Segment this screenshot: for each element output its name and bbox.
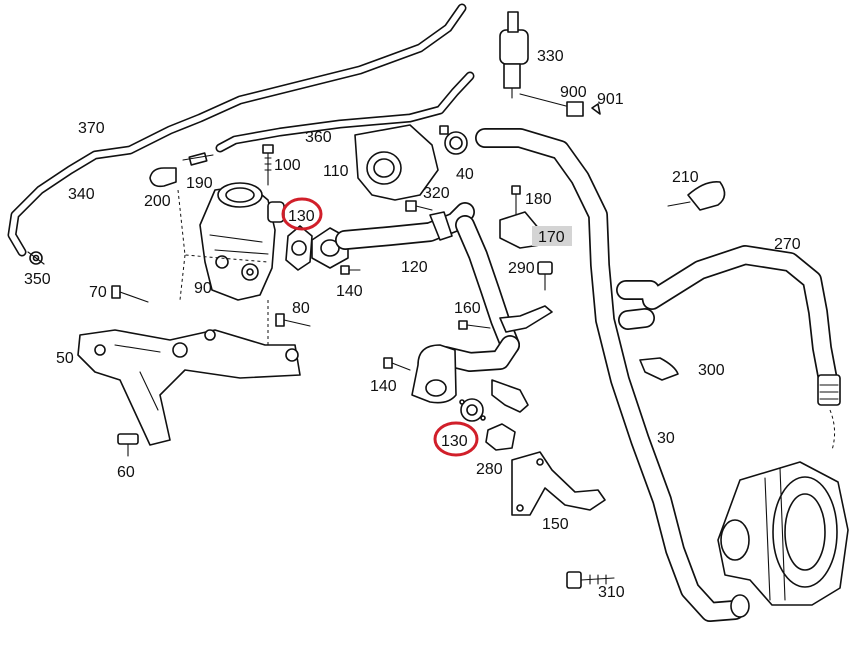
bolt-310 (566, 571, 615, 589)
label-140-bottom: 140 (370, 378, 397, 395)
dashed-box-valve (177, 189, 269, 355)
label-200: 200 (144, 193, 171, 210)
bracket-150 (511, 451, 606, 516)
label-360: 360 (305, 129, 332, 146)
label-50: 50 (56, 350, 74, 367)
label-320: 320 (423, 185, 450, 202)
plate-280 (485, 423, 516, 451)
bolt-60 (117, 433, 139, 457)
bolt-70 (111, 285, 149, 303)
label-190: 190 (186, 175, 213, 192)
label-100: 100 (274, 157, 301, 174)
bolt-180 (511, 185, 521, 216)
label-170: 170 (538, 229, 565, 246)
label-150: 150 (542, 516, 569, 533)
bolt-160 (458, 320, 491, 330)
label-901: 901 (597, 91, 624, 108)
label-900: 900 (560, 84, 587, 101)
bolt-320 (405, 200, 433, 212)
label-330: 330 (537, 48, 564, 65)
air-pump (717, 461, 849, 606)
label-70: 70 (89, 284, 107, 301)
pipe-360 (215, 71, 475, 153)
label-340: 340 (68, 186, 95, 203)
clamp-350 (27, 251, 45, 265)
highlight-130-top (281, 197, 323, 231)
bolt-140-top (340, 265, 361, 275)
bracket-160 (499, 305, 553, 333)
label-40: 40 (456, 166, 474, 183)
clip-190 (182, 152, 214, 166)
label-80: 80 (292, 300, 310, 317)
label-60: 60 (117, 464, 135, 481)
label-280: 280 (476, 461, 503, 478)
bolt-140-bottom (383, 357, 411, 371)
label-160: 160 (454, 300, 481, 317)
label-370: 370 (78, 120, 105, 137)
bracket-170 (499, 211, 572, 249)
clamp-40 (439, 125, 468, 155)
label-30: 30 (657, 430, 675, 447)
label-350: 350 (24, 271, 51, 288)
label-290: 290 (508, 260, 535, 277)
highlight-130-bottom (433, 421, 479, 457)
elbow-lower (411, 335, 529, 413)
label-180: 180 (525, 191, 552, 208)
label-120: 120 (401, 259, 428, 276)
valve-330 (499, 11, 529, 99)
valve-90 (199, 182, 285, 301)
gasket-130-top (285, 225, 313, 271)
bolt-100 (262, 144, 274, 186)
bolt-290 (537, 261, 553, 291)
label-130-bottom: 130 (441, 433, 468, 450)
label-310: 310 (598, 584, 625, 601)
label-270: 270 (774, 236, 801, 253)
label-110: 110 (323, 163, 349, 180)
hose-30 (475, 128, 750, 622)
connector-900 (519, 93, 601, 117)
cap-200 (149, 167, 177, 188)
hose-270 (616, 245, 841, 451)
bolt-80 (275, 313, 311, 327)
bracket-50 (77, 329, 301, 446)
pipe-370 (7, 3, 467, 257)
label-210: 210 (672, 169, 699, 186)
resonator-110 (354, 124, 439, 201)
clamp-300 (639, 357, 679, 381)
pipe-120 (335, 202, 520, 355)
label-90: 90 (194, 280, 212, 297)
cable-tie-210 (667, 180, 726, 211)
label-300: 300 (698, 362, 725, 379)
gasket-130-bottom (459, 398, 486, 422)
label-140-top: 140 (336, 283, 363, 300)
label-130-top: 130 (288, 208, 315, 225)
